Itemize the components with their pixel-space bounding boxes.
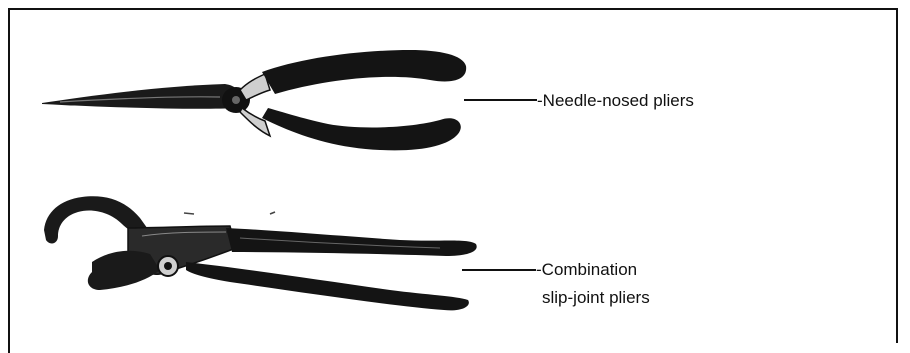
combination-pliers-label-line2: slip-joint pliers xyxy=(542,286,650,310)
slip-joint-pliers-icon xyxy=(44,196,536,310)
needle-nosed-pliers-label: -Needle-nosed pliers xyxy=(537,89,694,113)
needle-nosed-pliers-icon xyxy=(42,50,537,150)
combination-pliers-label-line1: -Combination xyxy=(536,258,637,282)
